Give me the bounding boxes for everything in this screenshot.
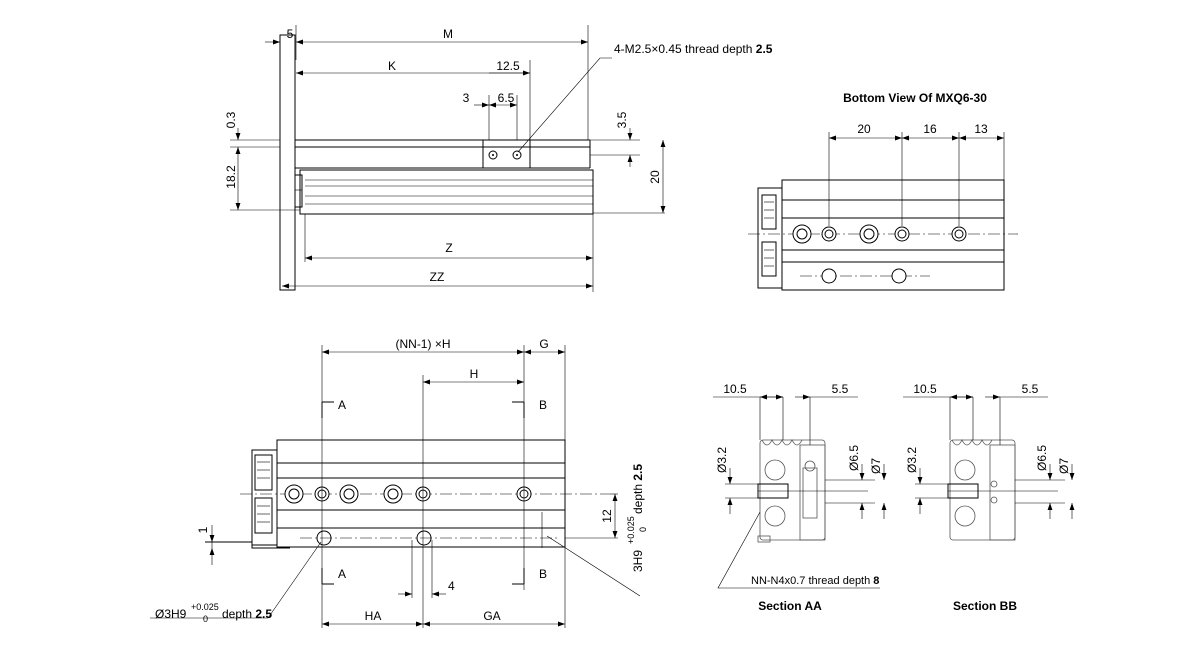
bottom-view-title: Bottom View Of MXQ6-30: [843, 91, 987, 105]
thread-note-section-aa: NN-N4x0.7 thread depth 8: [751, 575, 879, 587]
section-mark-b-bottom: B: [539, 567, 547, 581]
side-view-body: [205, 439, 610, 549]
bottom-view-body: [748, 179, 1018, 291]
dim-3-5: 3.5: [615, 111, 629, 128]
svg-text:depth 2.5: depth 2.5: [222, 607, 272, 621]
section-bb-title: Section BB: [953, 599, 1017, 613]
dim-nn-h: (NN-1) ×H: [395, 337, 450, 351]
svg-text:+0.025: +0.025: [191, 602, 219, 612]
dim-1: 1: [196, 526, 210, 533]
dim-bb-d6-5: Ø6.5: [1035, 445, 1049, 471]
dim-6-5: 6.5: [498, 91, 515, 105]
svg-text:0: 0: [203, 614, 208, 624]
dim-bb-5-5: 5.5: [1022, 382, 1039, 396]
section-mark-a-bottom: A: [338, 567, 346, 581]
dim-bb-d7: Ø7: [1057, 458, 1071, 474]
thread-note-top: 4-M2.5×0.45 thread depth 2.5: [614, 42, 773, 56]
dim-bottom-20: 20: [857, 122, 871, 136]
side-view: (NN-1) ×H G H A B A B 12 1 4 HA GA Ø3H9 …: [150, 337, 648, 628]
dim-m: M: [443, 27, 453, 41]
dim-aa-d3-2: Ø3.2: [715, 447, 729, 473]
svg-text:+0.025: +0.025: [626, 516, 636, 544]
section-mark-a-top: A: [338, 398, 346, 412]
section-aa-body: [757, 439, 868, 543]
dim-zz: ZZ: [430, 270, 445, 284]
dim-bottom-16: 16: [923, 122, 937, 136]
dim-12: 12: [600, 509, 614, 523]
svg-text:3H9: 3H9: [631, 550, 645, 572]
dim-ha: HA: [365, 609, 382, 623]
dim-aa-d6-5: Ø6.5: [847, 445, 861, 471]
section-aa-title: Section AA: [758, 599, 822, 613]
pin-note-right: 3H9 +0.025 0 depth 2.5: [626, 464, 648, 572]
dim-bb-10-5: 10.5: [913, 382, 937, 396]
bottom-view: Bottom View Of MXQ6-30: [748, 91, 1018, 291]
svg-text:depth 2.5: depth 2.5: [631, 464, 645, 514]
dim-aa-5-5: 5.5: [832, 382, 849, 396]
pin-note-left: Ø3H9 +0.025 0 depth 2.5: [155, 602, 272, 624]
section-aa: 10.5 5.5 Ø3.2 Ø6.5 Ø7 NN-N4x0.7 thread d…: [713, 382, 887, 613]
top-view: 5 M K 12.5 3 6.5 0.3 18.2 3.5 20 Z ZZ 4-…: [224, 25, 773, 292]
dim-5: 5: [287, 27, 294, 41]
dim-bottom-13: 13: [974, 122, 988, 136]
dim-h: H: [470, 367, 479, 381]
svg-text:0: 0: [638, 527, 648, 532]
dim-12-5: 12.5: [496, 59, 520, 73]
dim-3: 3: [463, 91, 470, 105]
dim-4: 4: [448, 579, 455, 593]
top-view-body: [279, 34, 594, 291]
dim-z: Z: [445, 241, 452, 255]
dim-18-2: 18.2: [224, 165, 238, 189]
dim-k: K: [388, 59, 396, 73]
dim-g: G: [539, 337, 548, 351]
dim-ga: GA: [483, 609, 500, 623]
dim-0-3: 0.3: [224, 111, 238, 128]
section-mark-b-top: B: [539, 398, 547, 412]
section-bb-body: [947, 439, 1058, 541]
dim-aa-10-5: 10.5: [723, 382, 747, 396]
section-bb: 10.5 5.5 Ø3.2 Ø6.5 Ø7 Section BB: [903, 382, 1075, 613]
svg-text:Ø3H9: Ø3H9: [155, 607, 187, 621]
dim-20: 20: [648, 170, 662, 184]
dim-aa-d7: Ø7: [869, 458, 883, 474]
dim-bb-d3-2: Ø3.2: [905, 447, 919, 473]
